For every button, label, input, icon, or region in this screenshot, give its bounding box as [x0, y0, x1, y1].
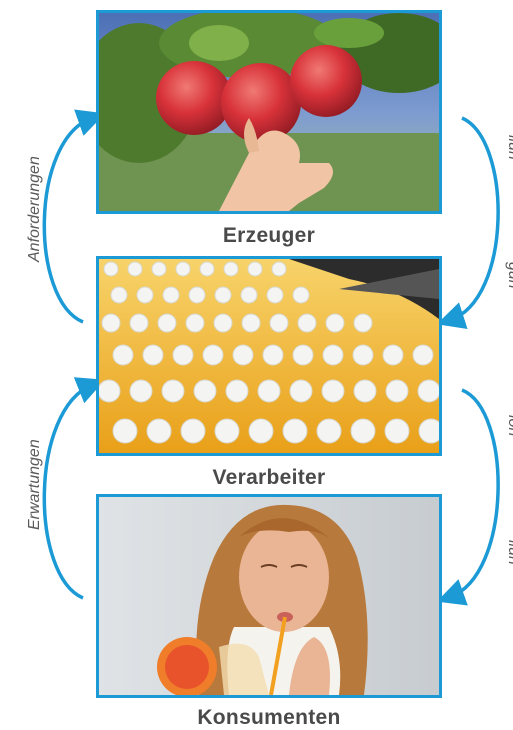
consumer-photo — [96, 494, 442, 698]
left-arrow-requirements — [42, 109, 106, 324]
label-right-top-lower: gun — [505, 262, 513, 289]
processor-caption: Verarbeiter — [212, 466, 326, 489]
producer-caption: Erzeuger — [222, 224, 316, 247]
processor-photo — [96, 256, 442, 456]
label-right-top: llun — [505, 135, 513, 160]
label-right-bottom: ion — [505, 415, 513, 437]
left-arrow-expectations — [42, 377, 105, 600]
label-right-bottom-lower: llun — [505, 540, 513, 565]
right-arrow-bottom — [436, 388, 500, 606]
right-arrow-top — [436, 116, 500, 329]
consumer-caption: Konsumenten — [197, 706, 341, 729]
producer-photo — [96, 10, 442, 214]
